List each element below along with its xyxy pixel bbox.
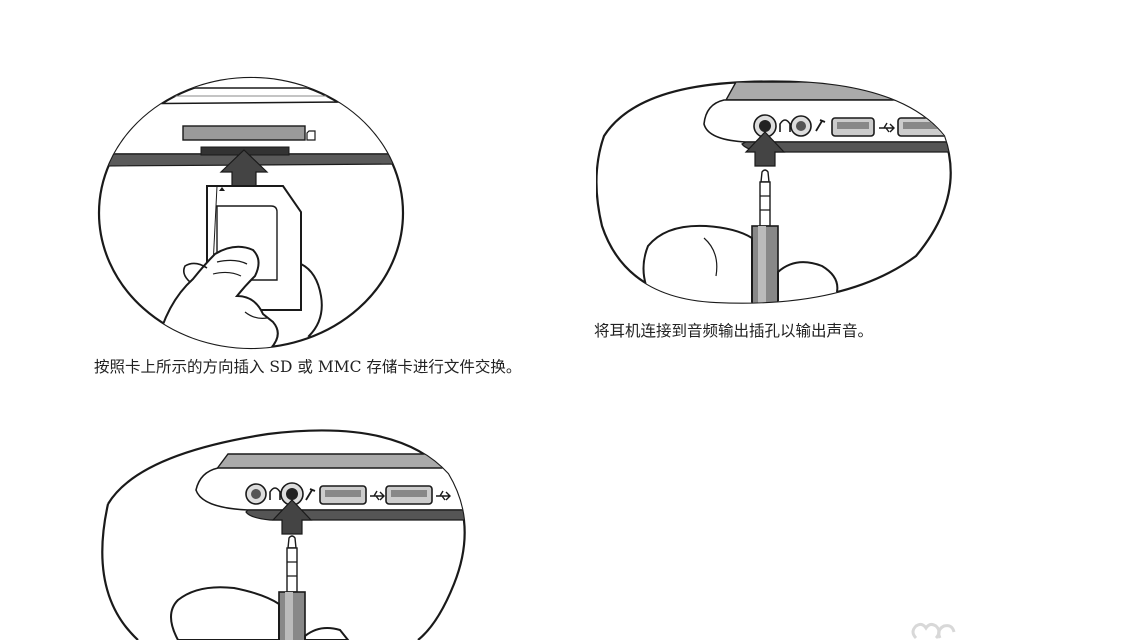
- hand: [642, 224, 839, 303]
- sd-card-insert-illustration: [97, 76, 405, 350]
- arrow-up-icon: [271, 499, 313, 535]
- usb-port: [319, 485, 367, 505]
- headphone-icon: [269, 487, 281, 500]
- arrow-up-icon: [744, 131, 786, 167]
- usb-icon: [436, 490, 451, 501]
- headphone-icon: [779, 119, 791, 132]
- microphone-icon: [305, 488, 316, 501]
- audio-plug: [751, 169, 779, 303]
- usb-port: [385, 485, 433, 505]
- hand: [153, 245, 336, 348]
- usb-port: [897, 117, 949, 137]
- headphone-jack: [245, 483, 267, 505]
- microphone-icon: [815, 119, 826, 132]
- figure-caption-sd: 按照卡上所示的方向插入 SD 或 MMC 存储卡进行文件交换。: [94, 358, 522, 376]
- sd-card-icon: [306, 130, 316, 141]
- usb-port: [831, 117, 875, 137]
- hand: [170, 586, 351, 640]
- mic-jack-illustration: [101, 429, 466, 640]
- watermark-logo: [911, 622, 956, 640]
- usb-icon: [879, 122, 895, 133]
- audio-plug: [278, 535, 306, 640]
- figure-caption-headphone: 将耳机连接到音频输出插孔以输出声音。: [594, 322, 874, 340]
- headphone-jack: [753, 114, 777, 138]
- mic-jack: [790, 115, 812, 137]
- usb-icon: [370, 490, 385, 501]
- headphone-jack-illustration: [596, 80, 952, 304]
